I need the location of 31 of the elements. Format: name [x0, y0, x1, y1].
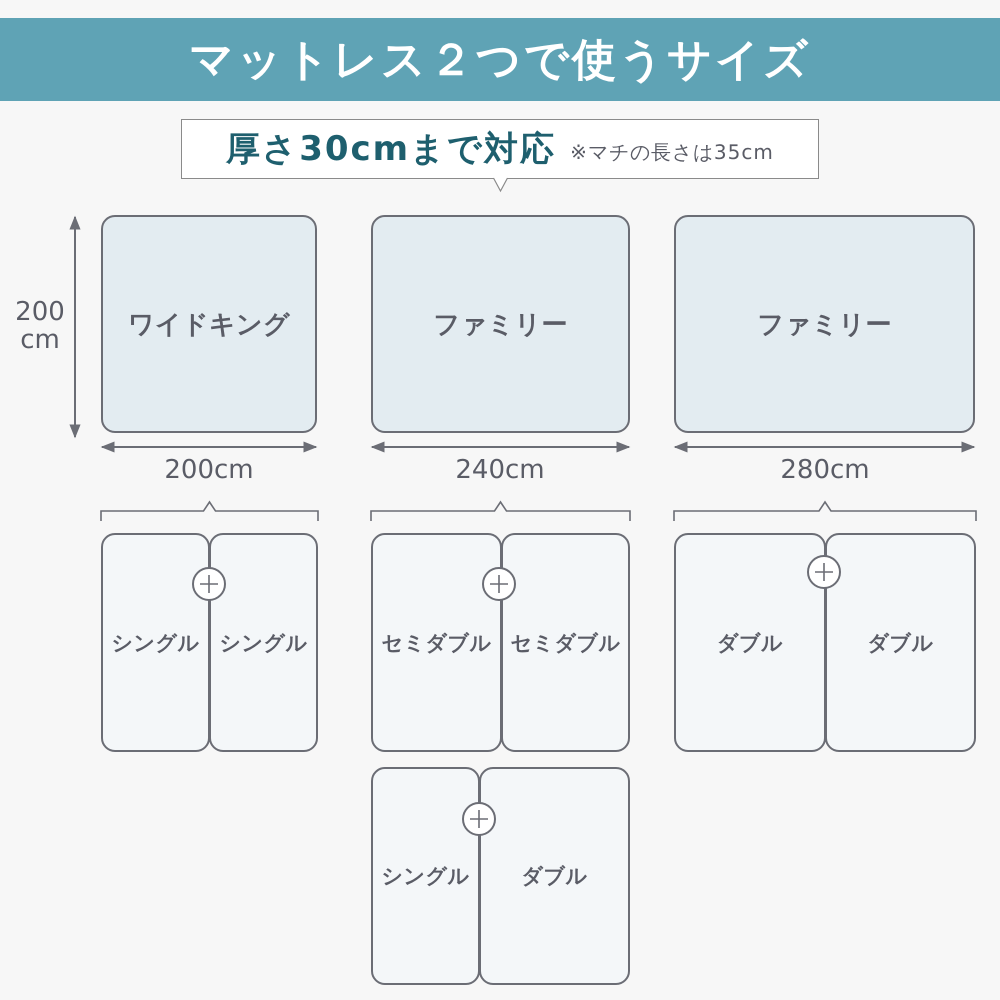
- mattress-label: ダブル: [868, 630, 934, 656]
- mattress-label: ダブル: [717, 630, 783, 656]
- mattress-label: シングル: [382, 863, 470, 890]
- mattress-label: セミダブル: [382, 630, 492, 656]
- dimension-label: 280cm: [780, 455, 870, 485]
- mattress-box: [101, 215, 317, 433]
- mattress-box: [371, 767, 480, 985]
- mattress-box: [501, 533, 630, 752]
- mattress-label: ダブル: [522, 863, 588, 890]
- mattress-label: ワイドキング: [128, 308, 290, 342]
- mattress-label: ファミリー: [434, 308, 568, 342]
- dimension-label: 240cm: [455, 455, 545, 485]
- mattress-box: [371, 533, 502, 752]
- title: マットレス２つで使うサイズ: [188, 33, 812, 87]
- mattress-box: [101, 533, 210, 752]
- dimension-label: 200cm: [164, 455, 254, 485]
- callout-pointer: [492, 178, 508, 192]
- mattress-box: [674, 533, 826, 752]
- note: ※マチの長さは35cm: [570, 138, 774, 166]
- mattress-label: ファミリー: [758, 308, 892, 342]
- mattress-box: [825, 533, 976, 752]
- mattress-label: シングル: [112, 630, 200, 656]
- heading: 厚さ30cmまで対応: [226, 128, 556, 171]
- mattress-box: [371, 215, 630, 433]
- mattress-label: セミダブル: [510, 630, 620, 656]
- mattress-box: [674, 215, 975, 433]
- mattress-box: [209, 533, 318, 752]
- mattress-box: [479, 767, 630, 985]
- dimension-label: 200 cm: [14, 298, 66, 354]
- mattress-label: シングル: [220, 630, 308, 656]
- callout-box: [181, 119, 819, 179]
